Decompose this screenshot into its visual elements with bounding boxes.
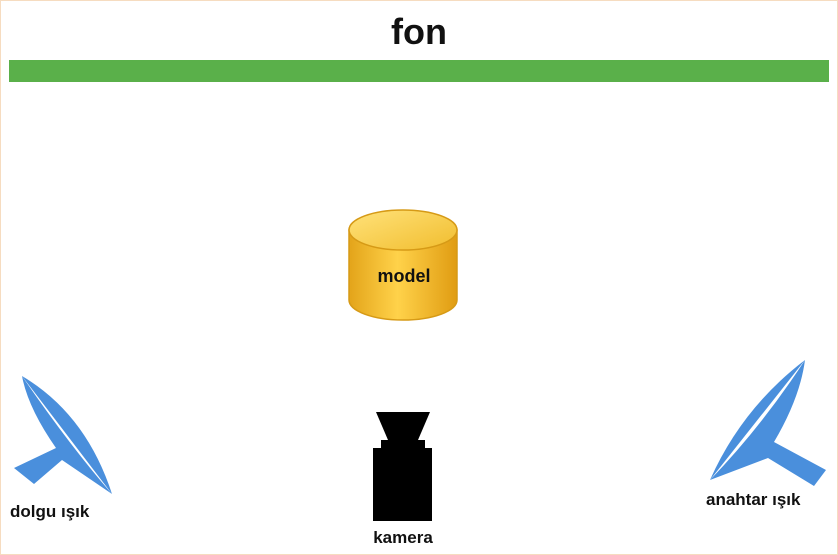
fill-light-label: dolgu ışık xyxy=(10,502,90,521)
model-cylinder xyxy=(348,209,458,321)
backdrop-label: fon xyxy=(391,11,447,52)
model-label: model xyxy=(377,266,431,286)
camera-icon xyxy=(373,412,432,521)
key-light-icon xyxy=(710,360,826,486)
key-light-label: anahtar ışık xyxy=(706,490,801,509)
fill-light-icon xyxy=(14,376,112,494)
camera-label: kamera xyxy=(373,528,433,547)
backdrop-bar xyxy=(9,60,829,82)
